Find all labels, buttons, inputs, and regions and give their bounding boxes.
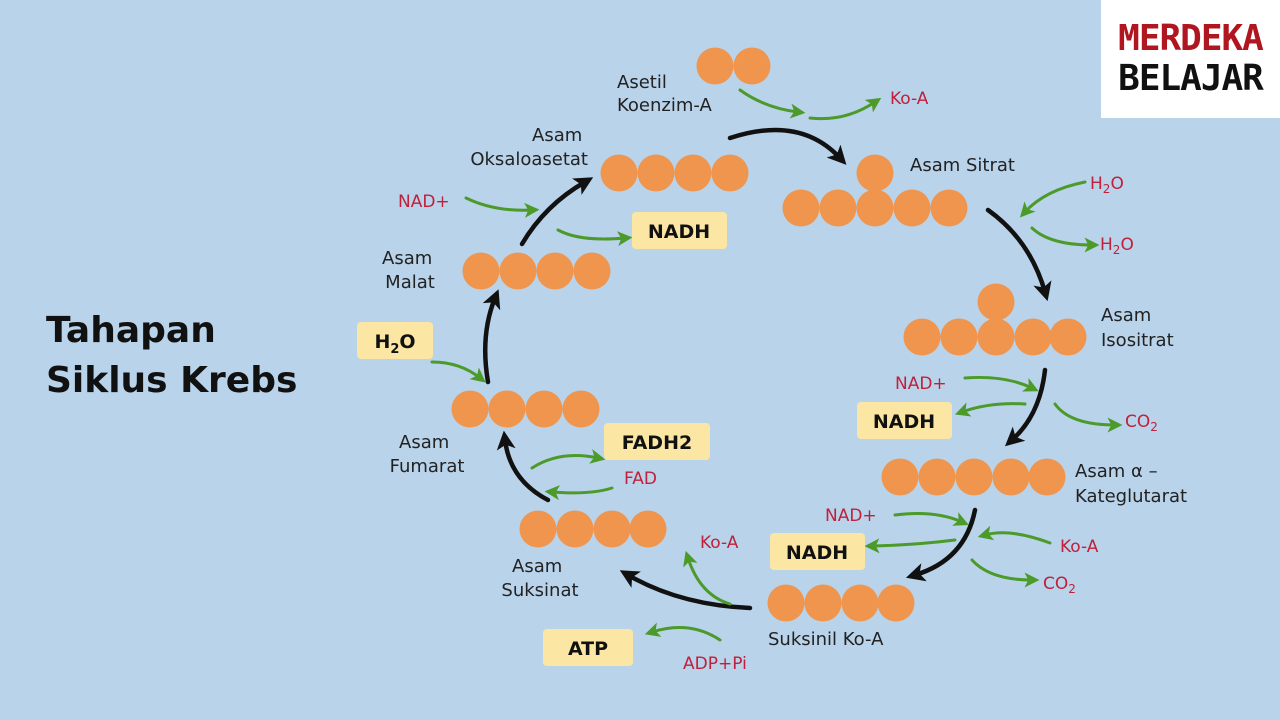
label-suksinat: Asam Suksinat — [501, 556, 578, 601]
product-box-fadh2: FADH2 — [604, 423, 710, 460]
label-malat: Asam Malat — [382, 248, 438, 293]
label-oksaloasetat: Asam Oksaloasetat — [470, 125, 588, 170]
arrow-suksinil-to-suksinat — [619, 570, 753, 611]
label-sitrat: Asam Sitrat — [910, 155, 1015, 176]
product-box-h2o: H2O — [357, 322, 433, 359]
side-label-fad: FAD — [624, 469, 657, 489]
side-label-h2o-in: H2O — [1090, 174, 1124, 196]
svg-text:NADH: NADH — [786, 542, 848, 564]
side-label-nad-keto: NAD+ — [825, 506, 877, 526]
svg-text:H2O: H2O — [374, 331, 415, 357]
label-ketoglutarat: Asam α – Kateglutarat — [1075, 461, 1187, 507]
logo-line1: MERDEKA — [1118, 18, 1264, 59]
side-label-nad-isositrat: NAD+ — [895, 374, 947, 394]
molecule-isositrat — [903, 283, 1087, 356]
side-arrows — [430, 88, 1123, 642]
page-title-line1: Tahapan — [46, 310, 216, 351]
side-label-co2-keto: CO2 — [1043, 574, 1076, 596]
svg-text:ATP: ATP — [568, 638, 608, 660]
product-box-atp: ATP — [543, 629, 633, 666]
svg-text:FADH2: FADH2 — [622, 432, 692, 454]
molecule-suksinat — [519, 510, 667, 548]
page-title-line2: Siklus Krebs — [46, 360, 298, 401]
logo-line2: BELAJAR — [1118, 58, 1264, 99]
side-label-adp-pi: ADP+Pi — [683, 654, 747, 674]
cycle-arrows — [482, 127, 1052, 611]
arrow-fumarat-to-malat — [482, 289, 501, 385]
label-asetil-koa: Asetil Koenzim-A — [617, 72, 712, 116]
svg-text:NADH: NADH — [648, 221, 710, 243]
arrow-isositrat-to-ketoglutarat — [1004, 367, 1048, 447]
molecule-suksinil-koa — [767, 584, 915, 622]
molecule-sitrat — [782, 154, 968, 227]
molecule-malat — [462, 252, 611, 290]
molecule-oksaloasetat — [600, 154, 749, 192]
arrow-suksinat-to-fumarat — [496, 430, 551, 503]
side-label-koa-in-keto: Ko-A — [1060, 537, 1099, 557]
arrow-ketoglutarat-to-suksinil — [905, 507, 978, 582]
side-label-nad-malat: NAD+ — [398, 192, 450, 212]
product-box-nadh-isositrat: NADH — [857, 402, 952, 439]
merdeka-belajar-logo: MERDEKA BELAJAR — [1101, 0, 1280, 118]
arrow-malat-to-oksaloasetat — [519, 177, 594, 247]
molecule-ketoglutarat — [881, 458, 1066, 496]
molecule-fumarat — [451, 390, 600, 428]
product-box-nadh-keto: NADH — [770, 533, 865, 570]
label-fumarat: Asam Fumarat — [390, 432, 465, 477]
product-box-nadh-malat: NADH — [632, 212, 727, 249]
side-label-h2o-out: H2O — [1100, 235, 1134, 257]
side-label-koa-out-suksinil: Ko-A — [700, 533, 739, 553]
arrow-sitrat-to-isositrat — [985, 207, 1052, 302]
side-label-koa-out-top: Ko-A — [890, 89, 929, 109]
label-suksinil-koa: Suksinil Ko-A — [768, 629, 884, 650]
arrow-oksaloasetat-to-sitrat — [727, 127, 847, 165]
svg-text:NADH: NADH — [873, 411, 935, 433]
page-title: Tahapan Siklus Krebs — [46, 306, 297, 406]
label-isositrat: Asam Isositrat — [1101, 305, 1174, 351]
molecule-asetil-koa — [696, 47, 771, 85]
side-label-co2-isositrat: CO2 — [1125, 412, 1158, 434]
